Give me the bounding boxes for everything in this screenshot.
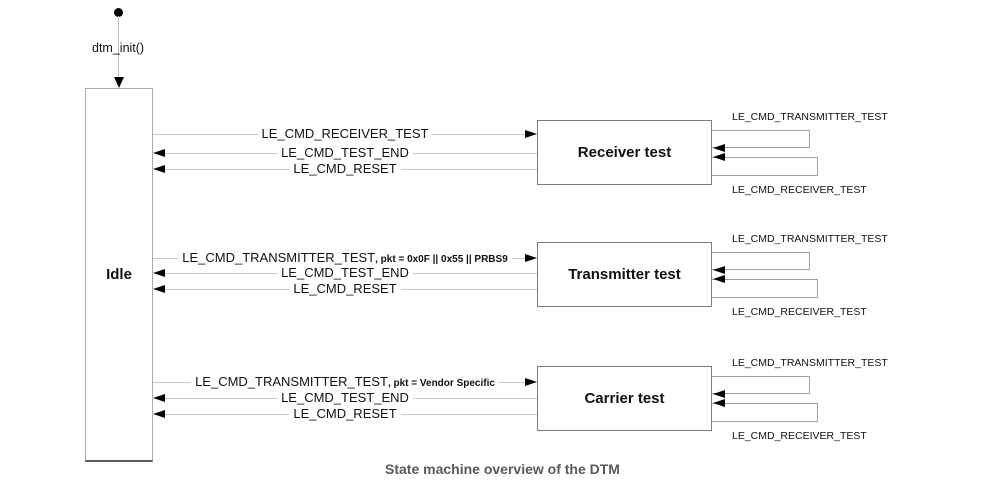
state-carrier-test: Carrier test bbox=[537, 366, 712, 431]
self-loop-label: LE_CMD_TRANSMITTER_TEST bbox=[732, 357, 888, 369]
arrow-down-icon bbox=[114, 77, 124, 88]
transition-label: LE_CMD_TEST_END bbox=[277, 265, 413, 280]
arrow-left-icon bbox=[713, 390, 725, 398]
diagram-caption: State machine overview of the DTM bbox=[385, 461, 620, 477]
transition-label: LE_CMD_RESET bbox=[289, 161, 401, 176]
arrow-left-icon bbox=[713, 144, 725, 152]
arrow-left-icon bbox=[153, 149, 165, 157]
transition-label-row: LE_CMD_TEST_END bbox=[153, 390, 537, 406]
arrow-left-icon bbox=[713, 153, 725, 161]
initial-state-dot-icon bbox=[114, 8, 123, 17]
self-loop-label: LE_CMD_RECEIVER_TEST bbox=[732, 430, 867, 442]
self-loop-label: LE_CMD_RECEIVER_TEST bbox=[732, 306, 867, 318]
arrow-right-icon bbox=[525, 378, 537, 386]
self-loop-path bbox=[712, 130, 810, 148]
self-loop-path bbox=[712, 376, 810, 394]
transition-label-row: LE_CMD_RESET bbox=[153, 281, 537, 297]
state-receiver-test: Receiver test bbox=[537, 120, 712, 185]
transition-label-row: LE_CMD_RESET bbox=[153, 406, 537, 422]
self-loop-label: LE_CMD_TRANSMITTER_TEST bbox=[732, 111, 888, 123]
arrow-left-icon bbox=[713, 399, 725, 407]
init-transition-label: dtm_init() bbox=[92, 41, 145, 55]
self-loop-path bbox=[712, 279, 818, 298]
transition-label: LE_CMD_TRANSMITTER_TEST, pkt = Vendor Sp… bbox=[191, 374, 499, 389]
transition-label-row: LE_CMD_TRANSMITTER_TEST, pkt = 0x0F || 0… bbox=[153, 250, 537, 266]
self-loop-label: LE_CMD_RECEIVER_TEST bbox=[732, 184, 867, 196]
arrow-left-icon bbox=[153, 285, 165, 293]
transition-label-row: LE_CMD_TRANSMITTER_TEST, pkt = Vendor Sp… bbox=[153, 374, 537, 390]
arrow-left-icon bbox=[153, 269, 165, 277]
transition-label-row: LE_CMD_RECEIVER_TEST bbox=[153, 126, 537, 142]
state-transmitter-test: Transmitter test bbox=[537, 242, 712, 307]
transition-label: LE_CMD_RESET bbox=[289, 406, 401, 421]
transition-label: LE_CMD_TRANSMITTER_TEST, pkt = 0x0F || 0… bbox=[178, 250, 512, 265]
state-label: Carrier test bbox=[584, 390, 665, 407]
transition-label-row: LE_CMD_TEST_END bbox=[153, 265, 537, 281]
arrow-left-icon bbox=[153, 410, 165, 418]
self-loop-path bbox=[712, 252, 810, 270]
transition-label: LE_CMD_TEST_END bbox=[277, 390, 413, 405]
state-label: Receiver test bbox=[577, 144, 672, 161]
arrow-left-icon bbox=[153, 165, 165, 173]
transition-label: LE_CMD_RECEIVER_TEST bbox=[257, 126, 433, 141]
state-idle: Idle bbox=[85, 88, 153, 462]
arrow-left-icon bbox=[713, 266, 725, 274]
self-loop-path bbox=[712, 157, 818, 176]
arrow-left-icon bbox=[713, 275, 725, 283]
arrow-left-icon bbox=[153, 394, 165, 402]
transition-label: LE_CMD_RESET bbox=[289, 281, 401, 296]
transition-label-row: LE_CMD_RESET bbox=[153, 161, 537, 177]
state-idle-label: Idle bbox=[106, 266, 132, 283]
self-loop-path bbox=[712, 403, 818, 422]
self-loop-label: LE_CMD_TRANSMITTER_TEST bbox=[732, 233, 888, 245]
arrow-right-icon bbox=[525, 130, 537, 138]
state-label: Transmitter test bbox=[568, 266, 681, 283]
transition-label-row: LE_CMD_TEST_END bbox=[153, 145, 537, 161]
transition-label: LE_CMD_TEST_END bbox=[277, 145, 413, 160]
arrow-right-icon bbox=[525, 254, 537, 262]
init-transition-line bbox=[118, 16, 119, 78]
